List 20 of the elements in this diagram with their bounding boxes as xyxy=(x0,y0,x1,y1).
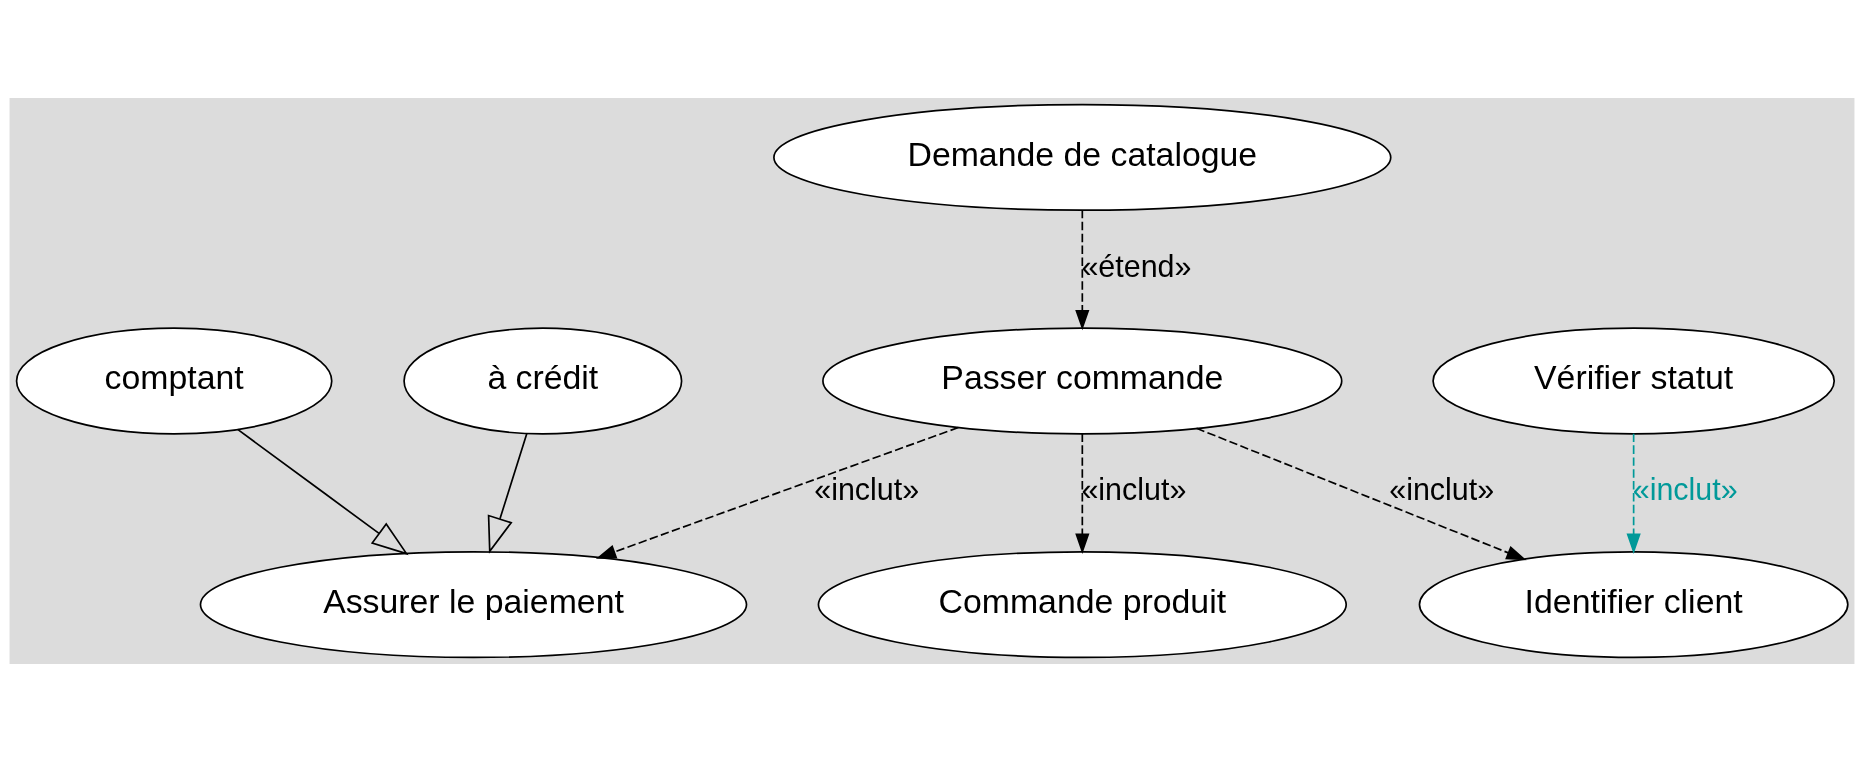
edge-label: «inclut» xyxy=(1389,472,1495,507)
arrow xyxy=(1075,209,1090,331)
arrow xyxy=(1195,427,1527,561)
arrow xyxy=(1626,432,1641,554)
arrow xyxy=(487,432,528,554)
arrow xyxy=(595,426,960,559)
node-ellipse: Identifier client xyxy=(1418,550,1849,659)
edge-label: «inclut» xyxy=(1081,472,1187,507)
node-ellipse: Assurer le paiement xyxy=(199,550,748,659)
node-ellipse: Commande produit xyxy=(817,550,1348,659)
edge-label: «inclut» xyxy=(1632,472,1738,507)
edge-label: «inclut» xyxy=(814,472,920,507)
arrow xyxy=(1075,432,1090,554)
edge-label: «étend» xyxy=(1081,248,1192,283)
node-ellipse: Vérifier statut xyxy=(1432,327,1836,435)
node-ellipse: comptant xyxy=(15,327,333,435)
node-ellipse: à crédit xyxy=(403,327,683,435)
node-ellipse: Passer commande xyxy=(822,327,1343,435)
arrow xyxy=(236,428,409,556)
node-ellipse: Demande de catalogue xyxy=(773,103,1392,212)
